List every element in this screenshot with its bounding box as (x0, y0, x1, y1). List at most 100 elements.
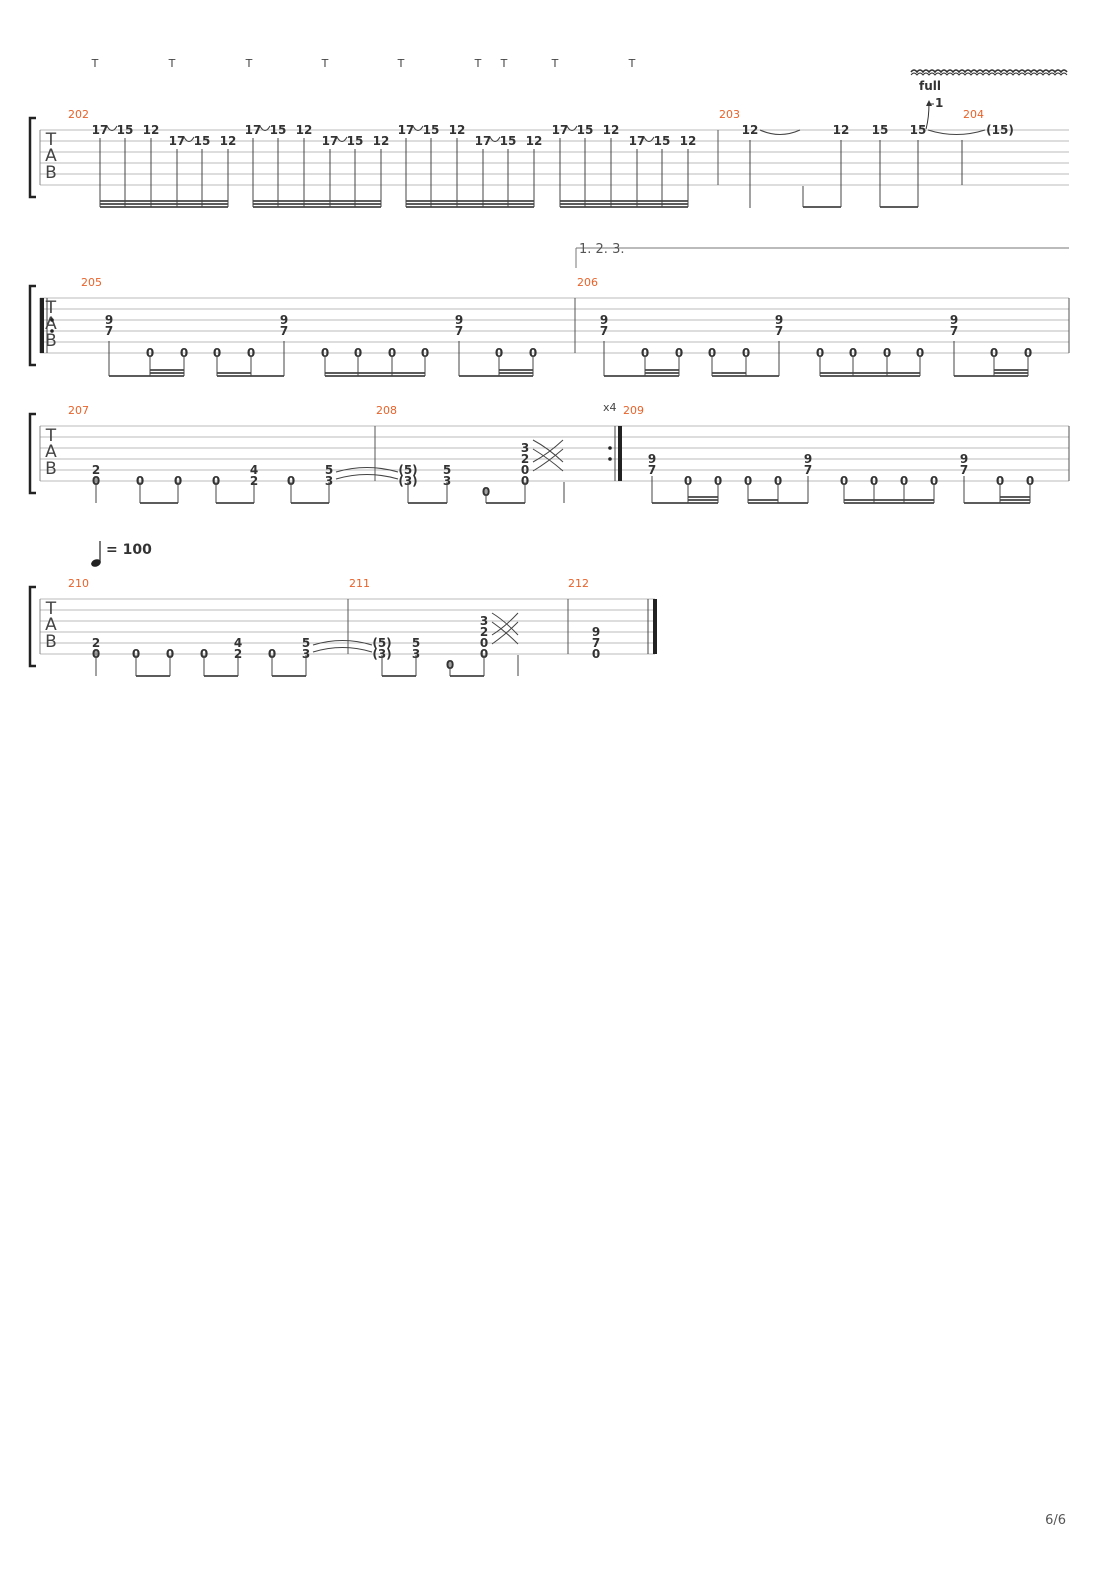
fret-number: 12 (143, 123, 160, 137)
fret-number: 5 (412, 636, 420, 650)
measure-number: 208 (376, 404, 397, 417)
tapping-mark: T (168, 57, 176, 70)
tapping-mark: T (500, 57, 508, 70)
fret-number: 0 (592, 647, 600, 661)
fret-number: 15 (654, 134, 671, 148)
repeat-dot (608, 457, 612, 461)
fret-number: 15 (117, 123, 134, 137)
system-brace (28, 284, 36, 367)
tempo-marking: = 100 (106, 542, 152, 558)
repeat-count: x4 (603, 401, 617, 414)
fret-number: 0 (136, 474, 144, 488)
measure-number: 212 (568, 577, 589, 590)
fret-number: 3 (521, 441, 529, 455)
fret-number: 0 (870, 474, 878, 488)
measure-number: 203 (719, 108, 740, 121)
fret-number: 0 (742, 346, 750, 360)
bend-curve (925, 102, 930, 130)
fret-number: 15 (423, 123, 440, 137)
fret-number: 12 (742, 123, 759, 137)
fret-number: 4 (234, 636, 242, 650)
measure-number: 205 (81, 276, 102, 289)
fret-number: 12 (220, 134, 237, 148)
fret-number: 17 (475, 134, 492, 148)
measure-number: 207 (68, 404, 89, 417)
fret-number: 2 (92, 463, 100, 477)
fret-number: 0 (287, 474, 295, 488)
tie (927, 129, 986, 136)
let-ring-tie (491, 621, 519, 645)
fret-number: 0 (816, 346, 824, 360)
fret-number: 9 (960, 452, 968, 466)
fret-number: 0 (495, 346, 503, 360)
volta-label: 1. 2. 3. (579, 242, 624, 257)
fret-number: 9 (648, 452, 656, 466)
fret-number: 17 (92, 123, 109, 137)
measure-number: 206 (577, 276, 598, 289)
fret-number: (5) (398, 463, 417, 477)
fret-number: 9 (775, 313, 783, 327)
fret-number: 0 (268, 647, 276, 661)
tab-clef-b: B (45, 459, 57, 479)
fret-number: 0 (146, 346, 154, 360)
fret-number: 9 (950, 313, 958, 327)
measure-number: 211 (349, 577, 370, 590)
slur (489, 136, 501, 143)
fret-number: 3 (325, 474, 333, 488)
fret-number: 15 (270, 123, 287, 137)
fret-number: 0 (900, 474, 908, 488)
let-ring-tie (491, 612, 519, 636)
fret-number: 9 (592, 625, 600, 639)
fret-number: 0 (132, 647, 140, 661)
fret-number: 3 (443, 474, 451, 488)
repeat-start-thick (40, 298, 44, 353)
tie (335, 466, 399, 473)
fret-number: 12 (373, 134, 390, 148)
fret-number: 12 (449, 123, 466, 137)
bend-step: 1 (935, 96, 943, 110)
fret-number: 9 (600, 313, 608, 327)
fret-number: 17 (169, 134, 186, 148)
tab-clef-b: B (45, 163, 57, 183)
fret-number: 12 (526, 134, 543, 148)
measure-number: 202 (68, 108, 89, 121)
fret-number: 15 (194, 134, 211, 148)
fret-number: 2 (480, 625, 488, 639)
fret-number: 7 (600, 324, 608, 338)
slur (106, 125, 118, 132)
quarter-note-icon (91, 559, 101, 567)
tab-clef-t: T (45, 130, 57, 150)
fret-number: 12 (833, 123, 850, 137)
system-3 (28, 412, 1069, 495)
system-brace (28, 585, 36, 668)
fret-number: 2 (92, 636, 100, 650)
fret-number: 7 (950, 324, 958, 338)
fret-number: 12 (680, 134, 697, 148)
let-ring-tie (532, 448, 564, 472)
fret-number: 17 (398, 123, 415, 137)
fret-number: 0 (996, 474, 1004, 488)
fret-number: 2 (521, 452, 529, 466)
let-ring-tie (491, 621, 519, 645)
fret-number: 0 (354, 346, 362, 360)
bend-arrow (926, 100, 932, 106)
fret-number: (5) (372, 636, 391, 650)
fret-number: 17 (322, 134, 339, 148)
tab-clef-t: T (45, 599, 57, 619)
fret-number: 0 (641, 346, 649, 360)
tapping-mark: T (245, 57, 253, 70)
fret-number: 12 (296, 123, 313, 137)
fret-number: 5 (325, 463, 333, 477)
let-ring-tie (532, 439, 564, 463)
fret-number: 17 (245, 123, 262, 137)
system-brace (28, 412, 36, 495)
fret-number: 2 (250, 474, 258, 488)
tie (335, 473, 399, 480)
let-ring-tie (532, 439, 564, 463)
fret-number: 15 (872, 123, 889, 137)
fret-number: (3) (372, 647, 391, 661)
tab-clef-b: B (45, 331, 57, 351)
fret-number: 7 (455, 324, 463, 338)
